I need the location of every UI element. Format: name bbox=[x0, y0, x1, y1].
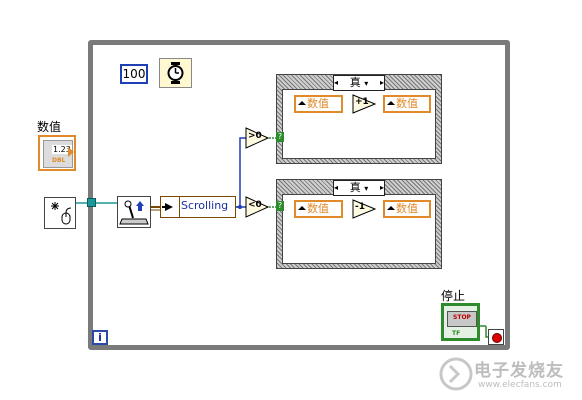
stopwatch-icon[interactable] bbox=[159, 58, 192, 88]
iteration-terminal: i bbox=[92, 330, 108, 345]
prev-case-icon[interactable]: ◂ bbox=[334, 183, 339, 192]
local-variable-write-lower-label: 数值 bbox=[396, 202, 418, 215]
unbundle-field-label: Scrolling bbox=[181, 199, 229, 212]
mouse-icon[interactable] bbox=[44, 197, 76, 229]
next-case-icon[interactable]: ▸ bbox=[379, 78, 384, 87]
while-loop-frame[interactable] bbox=[88, 40, 510, 350]
local-variable-icon bbox=[387, 206, 395, 210]
case-dropdown-icon[interactable]: ▾ bbox=[364, 79, 369, 88]
case-upper-selector[interactable]: ◂ 真 ▾ ▸ bbox=[333, 75, 385, 91]
local-variable-icon bbox=[387, 101, 395, 105]
local-variable-read-lower[interactable]: 数值 bbox=[294, 200, 343, 218]
stop-button-face: STOP bbox=[447, 311, 477, 327]
case-upper-selector-value: 真 bbox=[349, 76, 361, 89]
watermark: 电子发烧友 www.elecfans.com bbox=[436, 352, 576, 396]
joystick-icon[interactable] bbox=[117, 196, 151, 228]
case-structure-lower[interactable]: ◂ 真 ▾ ▸ bbox=[276, 179, 442, 269]
wait-time-constant[interactable]: 100 bbox=[120, 64, 148, 84]
numeric-control-value: 1.23 bbox=[52, 145, 72, 154]
case-upper-selector-terminal: ? bbox=[276, 132, 284, 142]
less-than-zero-node[interactable]: <0 bbox=[245, 196, 270, 218]
local-variable-icon bbox=[298, 206, 306, 210]
greater-than-zero-node[interactable]: >0 bbox=[245, 127, 270, 149]
increment-label: +1 bbox=[355, 97, 369, 107]
local-variable-icon bbox=[298, 101, 306, 105]
case-structure-upper[interactable]: ◂ 真 ▾ ▸ bbox=[276, 74, 442, 164]
watermark-logo-icon bbox=[439, 357, 473, 391]
numeric-type-badge: DBL bbox=[52, 157, 66, 164]
decrement-node[interactable]: -1 bbox=[352, 199, 377, 219]
local-variable-write-upper-label: 数值 bbox=[396, 97, 418, 110]
unbundle-left-handle bbox=[161, 197, 180, 217]
case-lower-selector-value: 真 bbox=[349, 181, 361, 194]
less-than-zero-label: <0 bbox=[248, 200, 262, 210]
numeric-control-terminal[interactable]: 1.23 DBL bbox=[38, 135, 76, 171]
case-dropdown-icon[interactable]: ▾ bbox=[364, 184, 369, 193]
case-lower-selector-terminal: ? bbox=[276, 201, 284, 211]
decrement-label: -1 bbox=[355, 202, 365, 212]
local-variable-read-upper-label: 数值 bbox=[307, 97, 329, 110]
boolean-type-badge: TF bbox=[452, 330, 461, 337]
next-case-icon[interactable]: ▸ bbox=[379, 183, 384, 192]
stop-circle-icon[interactable] bbox=[488, 329, 504, 345]
unbundle-by-name-node[interactable]: Scrolling bbox=[160, 196, 236, 218]
local-variable-write-upper[interactable]: 数值 bbox=[383, 95, 431, 113]
stop-button-terminal[interactable]: STOP TF bbox=[441, 303, 480, 341]
stop-control-label: 停止 bbox=[441, 289, 466, 303]
stop-indicator-dot bbox=[492, 333, 502, 343]
increment-node[interactable]: +1 bbox=[352, 94, 377, 114]
local-variable-read-lower-label: 数值 bbox=[307, 202, 329, 215]
watermark-url: www.elecfans.com bbox=[478, 380, 562, 390]
case-lower-selector[interactable]: ◂ 真 ▾ ▸ bbox=[333, 180, 385, 196]
greater-than-zero-label: >0 bbox=[248, 131, 262, 141]
watermark-title: 电子发烧友 bbox=[474, 361, 564, 381]
local-variable-write-lower[interactable]: 数值 bbox=[383, 200, 431, 218]
refnum-tunnel bbox=[87, 198, 96, 207]
numeric-control-label: 数值 bbox=[37, 120, 62, 134]
prev-case-icon[interactable]: ◂ bbox=[334, 78, 339, 87]
local-variable-read-upper[interactable]: 数值 bbox=[294, 95, 343, 113]
output-arrow-icon bbox=[68, 147, 74, 157]
